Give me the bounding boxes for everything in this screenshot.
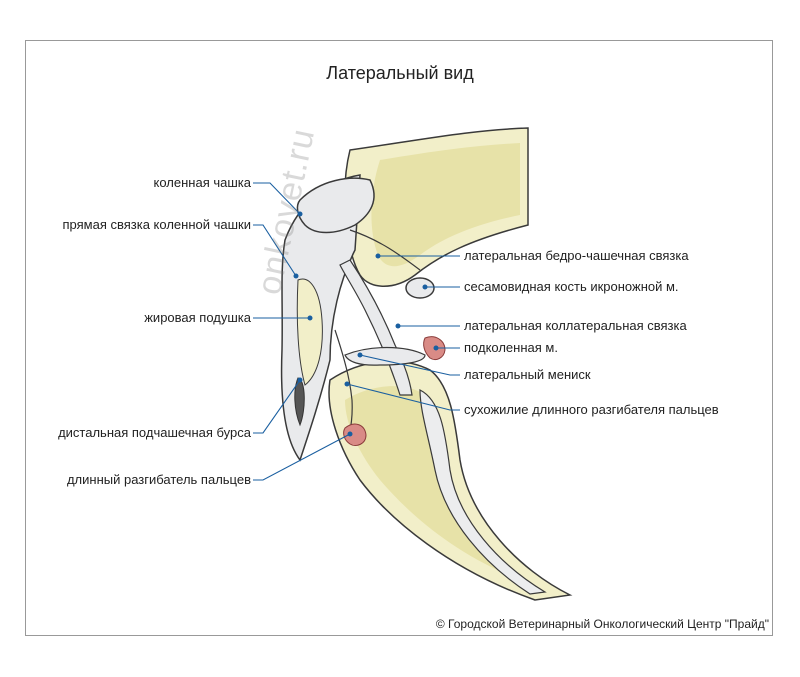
femoropatellar-ligament-shape bbox=[349, 229, 421, 271]
long-digital-extensor-muscle bbox=[343, 423, 367, 447]
label-popliteus: подколенная м. bbox=[464, 340, 558, 355]
label-collateral-ligament: латеральная коллатеральная связка bbox=[464, 318, 687, 333]
label-sesamoid: сесамовидная кость икроножной м. bbox=[464, 279, 679, 294]
label-long-digital-extensor: длинный разгибатель пальцев bbox=[66, 472, 251, 487]
diagram-frame bbox=[25, 40, 773, 636]
label-bursa: дистальная подчашечная бурса bbox=[58, 425, 251, 440]
label-meniscus: латеральный мениск bbox=[464, 367, 591, 382]
leader-bursa bbox=[253, 379, 301, 434]
bursa-shape bbox=[294, 377, 305, 427]
label-extensor-tendon: сухожилие длинного разгибателя пальцев bbox=[464, 402, 719, 417]
leader-patellar-ligament bbox=[253, 224, 297, 277]
leader-patella bbox=[253, 182, 301, 215]
meniscus-shape bbox=[344, 346, 426, 366]
label-patella: коленная чашка bbox=[153, 175, 251, 190]
leader-extensor-tendon bbox=[346, 383, 460, 411]
sesamoid-bone bbox=[405, 277, 435, 299]
leader-long-digital-extensor bbox=[253, 433, 351, 481]
femur-shade bbox=[371, 143, 520, 267]
patella bbox=[296, 177, 375, 234]
leader-meniscus bbox=[359, 354, 460, 376]
copyright-notice: © Городской Ветеринарный Онкологический … bbox=[435, 617, 769, 631]
fibula bbox=[419, 389, 547, 595]
label-fat-pad: жировая подушка bbox=[144, 310, 251, 325]
label-femoropatellar-ligament: латеральная бедро-чашечная связка bbox=[464, 248, 689, 263]
label-patellar-ligament: прямая связка коленной чашки bbox=[62, 217, 252, 232]
diagram-title: Латеральный вид bbox=[326, 63, 474, 83]
fat-pad bbox=[296, 278, 323, 386]
